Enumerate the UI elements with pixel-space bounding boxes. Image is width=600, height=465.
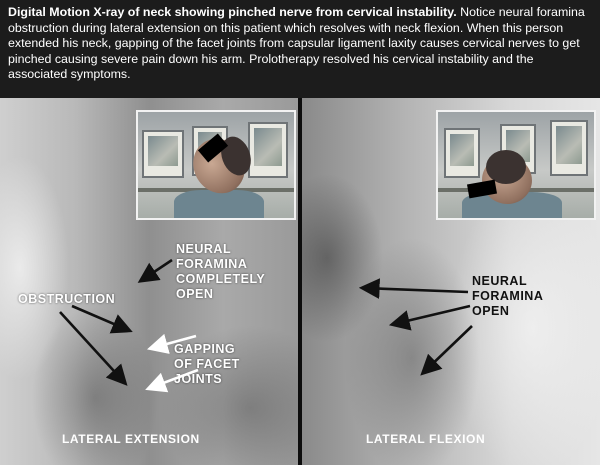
arrow-foramina-open-right-lower: [420, 325, 473, 376]
label-gapping-of-facet-joints: GAPPING OF FACET JOINTS: [174, 342, 240, 386]
caption-title: Digital Motion X-ray of neck showing pin…: [8, 5, 457, 19]
caption-lateral-flexion: LATERAL FLEXION: [366, 432, 486, 446]
caption-body: Notice neural foramina obstruction durin…: [8, 5, 585, 82]
label-neural-foramina-open: NEURAL FORAMINA OPEN: [472, 274, 544, 318]
wall-frame: [550, 120, 588, 176]
caption-lateral-extension: LATERAL EXTENSION: [62, 432, 200, 446]
xray-lateral-extension: NEURAL FORAMINA COMPLETELY OPEN OBSTRUCT…: [0, 98, 298, 465]
patient-photo-extension: [136, 110, 296, 220]
xray-lateral-flexion: NEURAL FORAMINA OPEN: [302, 98, 600, 465]
arrow-obstruction-lower: [59, 311, 128, 386]
wall-frame: [142, 130, 184, 178]
panel-divider: [298, 98, 302, 465]
arrow-foramina-open-right-middle: [388, 304, 471, 331]
patient-shirt: [174, 190, 264, 218]
arrow-foramina-open-right-upper: [358, 278, 469, 299]
arrow-gapping-lower: [145, 368, 199, 393]
caption-header: Digital Motion X-ray of neck showing pin…: [0, 0, 600, 98]
label-obstruction: OBSTRUCTION: [18, 292, 116, 306]
label-neural-foramina-completely-open: NEURAL FORAMINA COMPLETELY OPEN: [176, 242, 266, 301]
arrow-obstruction-upper: [71, 304, 133, 334]
wall-frame: [444, 128, 480, 178]
patient-photo-flexion: [436, 110, 596, 220]
arrow-foramina-open-left: [137, 258, 173, 283]
arrow-gapping-upper: [146, 333, 197, 354]
